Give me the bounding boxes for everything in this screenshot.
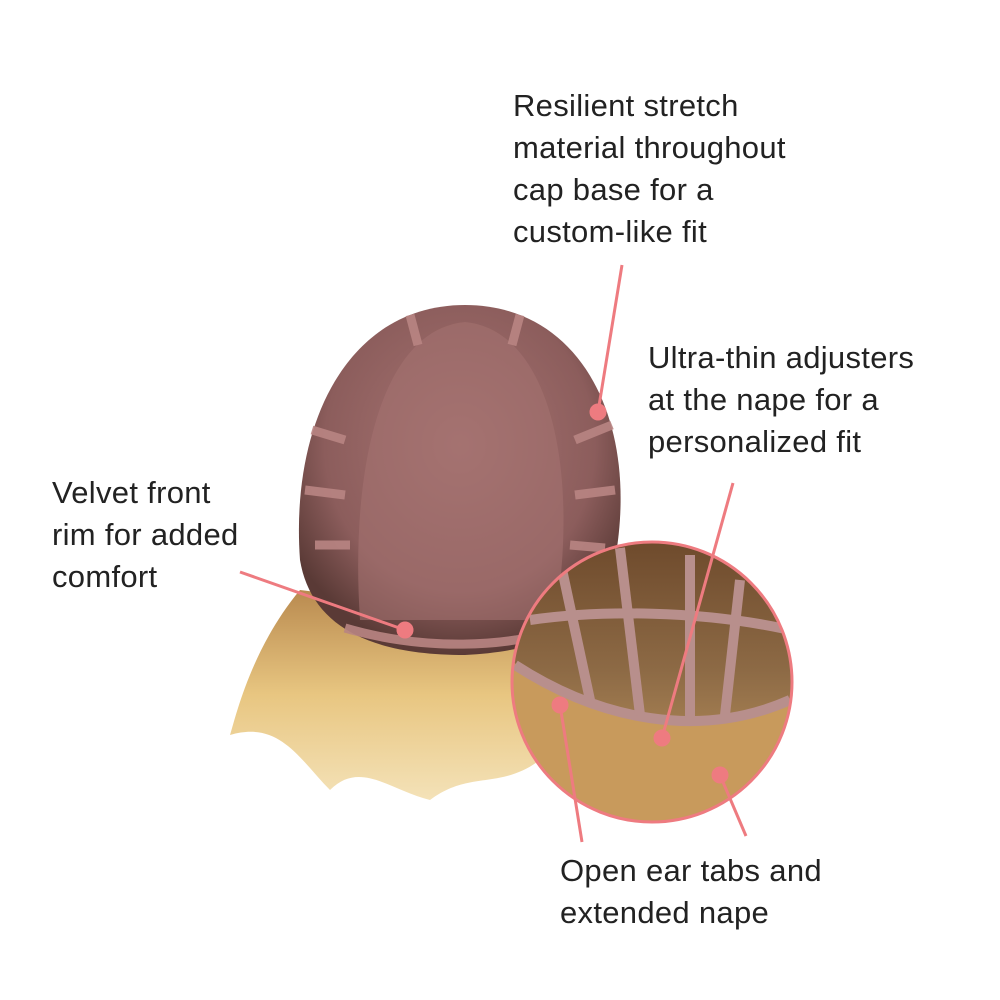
callout-lines xyxy=(239,264,748,843)
callout-line: Open ear tabs and xyxy=(560,853,822,888)
callout-line: at the nape for a xyxy=(648,382,879,417)
velvet-pointer-dot xyxy=(396,621,414,639)
callout-stretch-material: Resilient stretch material throughout ca… xyxy=(513,85,786,253)
callout-line: Ultra-thin adjusters xyxy=(648,340,915,375)
callout-line: extended nape xyxy=(560,895,770,930)
nape-pointer-line xyxy=(718,774,748,837)
ear-tab-pointer-line xyxy=(558,704,584,843)
stretch-pointer-dot xyxy=(589,403,607,421)
callout-line: custom-like fit xyxy=(513,214,707,249)
callout-adjusters: Ultra-thin adjusters at the nape for a p… xyxy=(648,337,914,463)
callout-line: rim for added xyxy=(52,517,239,552)
adjusters-pointer-dot xyxy=(653,729,671,747)
callout-line: Velvet front xyxy=(52,475,211,510)
callout-line: personalized fit xyxy=(648,424,862,459)
nape-pointer-dot xyxy=(711,766,729,784)
velvet-pointer-line xyxy=(239,570,406,632)
stretch-pointer-line xyxy=(596,264,624,413)
adjusters-pointer-line xyxy=(660,482,735,739)
callout-velvet-rim: Velvet front rim for added comfort xyxy=(52,472,239,598)
callout-ear-tabs: Open ear tabs and extended nape xyxy=(560,850,822,934)
nape-detail-inset xyxy=(510,540,794,824)
callout-line: material throughout xyxy=(513,130,786,165)
ear-tab-pointer-dot xyxy=(551,696,569,714)
callout-line: comfort xyxy=(52,559,158,594)
callout-line: Resilient stretch xyxy=(513,88,739,123)
callout-line: cap base for a xyxy=(513,172,714,207)
